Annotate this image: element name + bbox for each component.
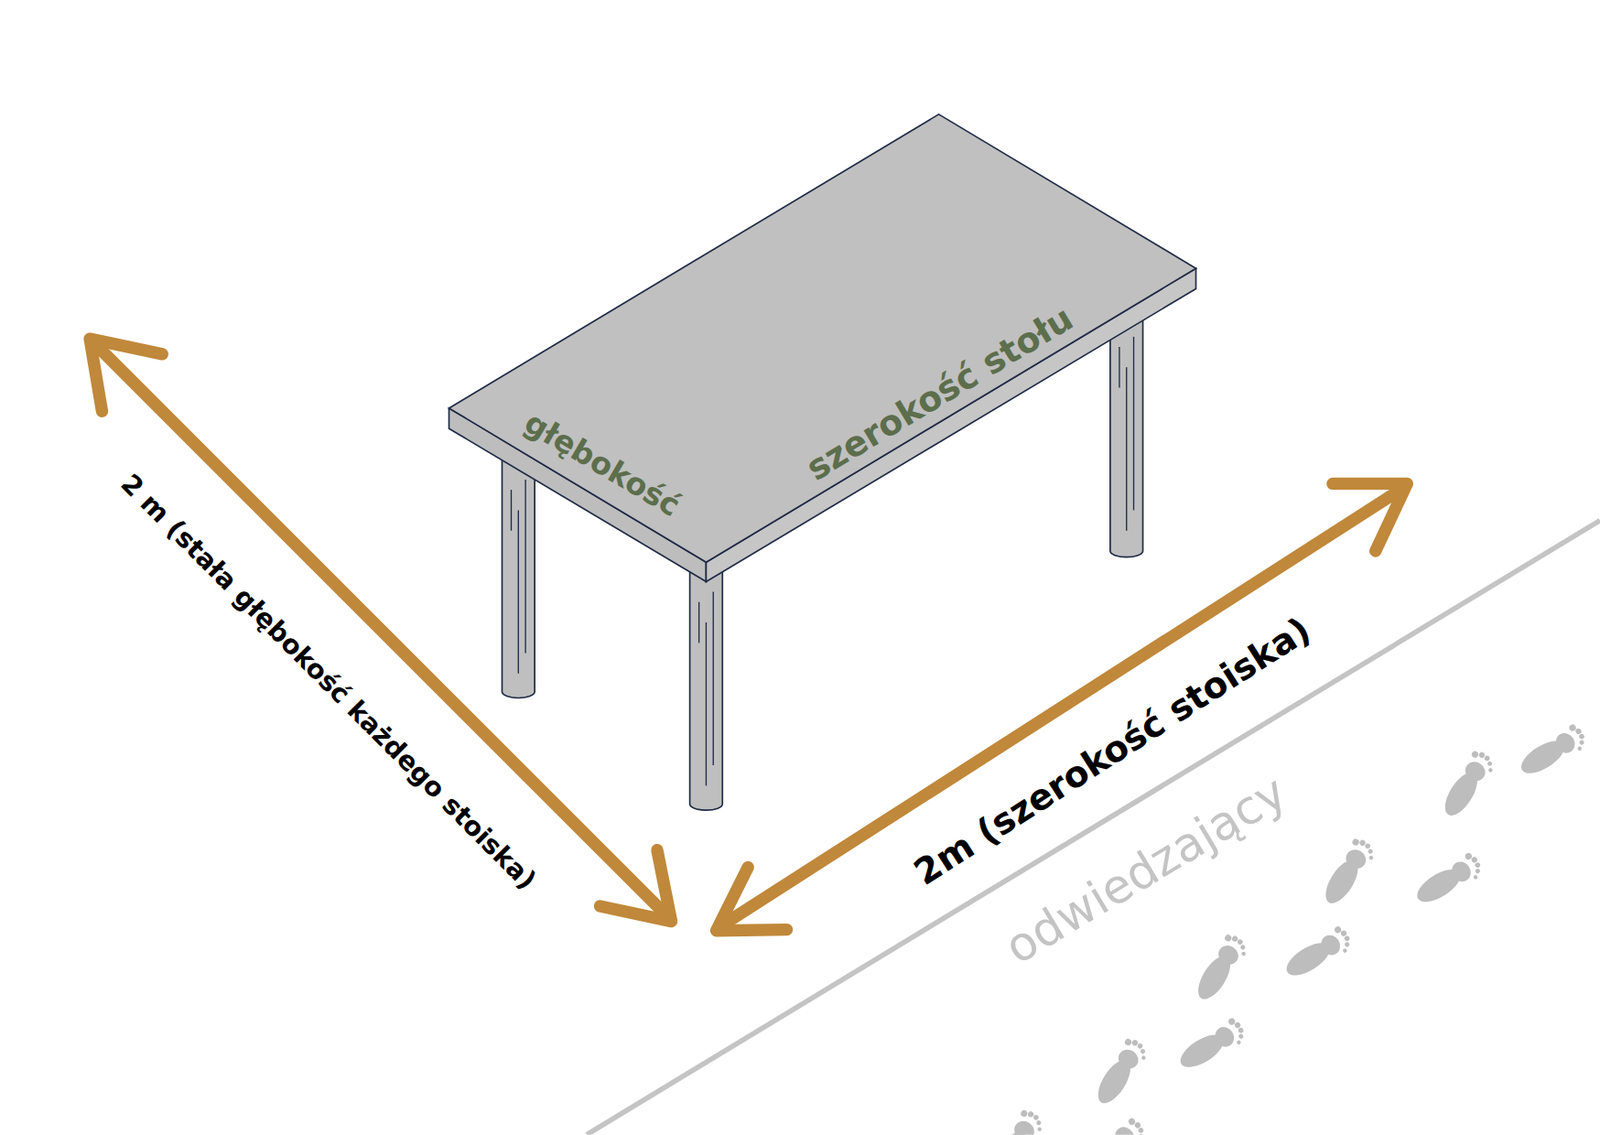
- footprint: [1174, 1016, 1249, 1077]
- stand-depth-dimension: 2 m (stała głębokość każdego stoiska): [116, 469, 541, 895]
- aisle-line: [586, 520, 1600, 1135]
- footprint: [1091, 1035, 1152, 1110]
- table-top: [449, 114, 1197, 583]
- footprint: [1437, 747, 1499, 822]
- footprint: [1190, 930, 1252, 1006]
- footprint: [1074, 1115, 1149, 1135]
- footprint: [986, 1106, 1048, 1135]
- footprint: [1318, 835, 1379, 910]
- footprint: [1280, 923, 1355, 984]
- footprint: [1411, 850, 1486, 911]
- footprint: [1515, 722, 1590, 783]
- stand-width-dimension: 2m (szerokość stoiska): [908, 611, 1317, 891]
